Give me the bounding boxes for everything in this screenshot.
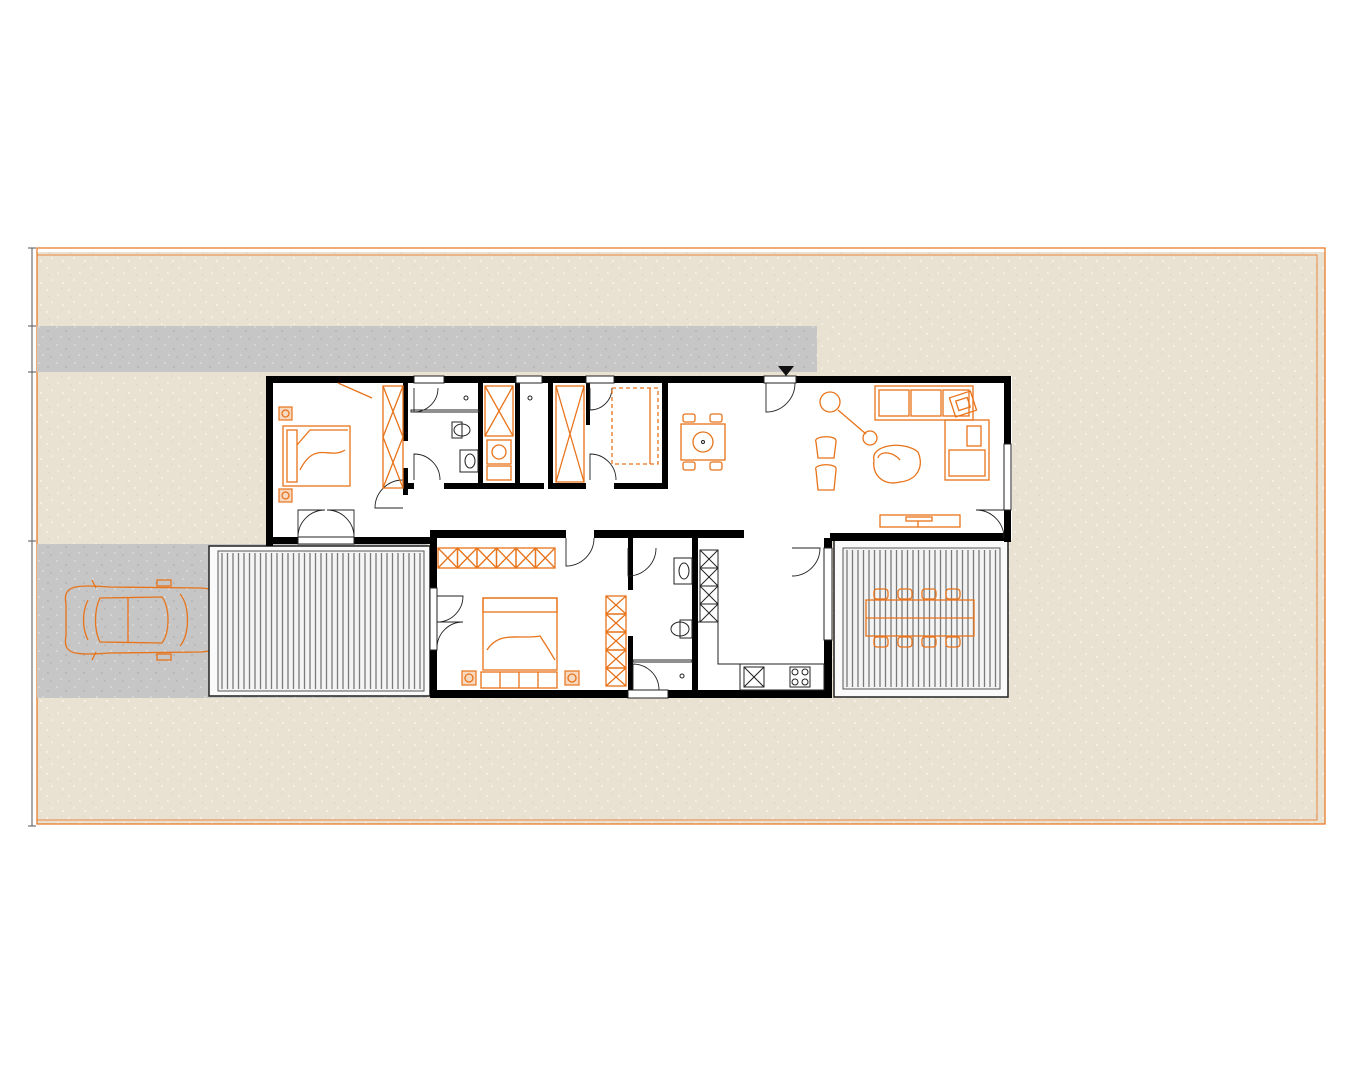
bedroom-2-furniture [437,547,627,689]
walls [266,376,1011,698]
toilet-icon [451,421,463,439]
bathroom-1-fixtures [410,395,480,473]
toilet-icon [679,619,693,639]
dining-table-icon [680,413,726,471]
sink-icon [459,449,479,473]
windows [297,375,1012,699]
cooktop-icon [789,666,811,688]
sink-icon [743,666,765,688]
kitchen-fixtures [698,549,825,691]
living-furniture [815,385,990,528]
terrace-dining [865,588,975,648]
interior-floor [268,376,1012,695]
sofa-icon [874,385,990,481]
washing-machine-icon [486,439,512,465]
bed-icon [282,425,351,487]
sink-icon [673,557,693,585]
entrance-arrow-icon [778,366,794,376]
laundry-fixtures [484,385,533,481]
paved-path [37,326,817,372]
bedroom-1-furniture [278,382,404,503]
carport-deck [208,545,431,697]
bathroom-2-fixtures [632,557,693,679]
study-furniture [555,385,659,483]
